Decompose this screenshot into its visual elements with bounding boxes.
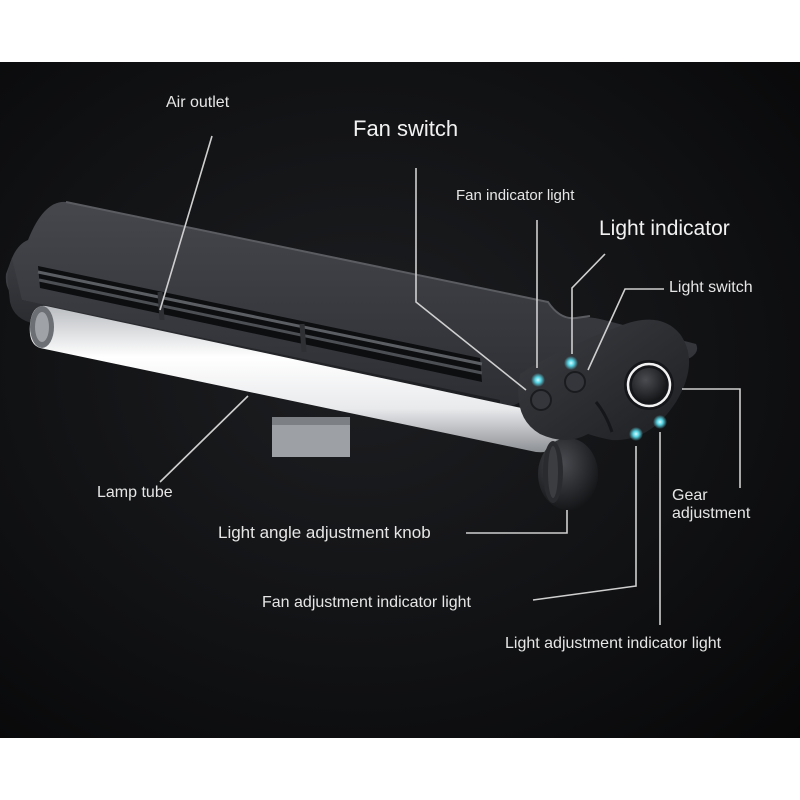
leader-gear <box>682 388 741 488</box>
label-light-adjustment-indicator: Light adjustment indicator light <box>505 635 722 652</box>
label-light-indicator: Light indicator <box>599 217 730 240</box>
leader-light-indicator <box>571 253 606 354</box>
light-adjustment-led <box>653 415 667 429</box>
fan-indicator-led <box>531 373 545 387</box>
label-light-angle-knob: Light angle adjustment knob <box>218 523 431 542</box>
label-fan-indicator-light: Fan indicator light <box>456 187 575 204</box>
leader-fan-adjust <box>532 446 637 601</box>
device-illustration <box>5 135 741 625</box>
leader-fan-switch <box>415 168 527 391</box>
light-indicator-led <box>564 356 578 370</box>
label-air-outlet: Air outlet <box>166 94 230 111</box>
lamp-tube <box>29 305 560 453</box>
light-angle-knob <box>538 438 598 510</box>
label-lamp-tube: Lamp tube <box>97 484 173 501</box>
leader-knob <box>466 510 568 534</box>
label-fan-switch: Fan switch <box>353 116 459 141</box>
control-panel <box>518 319 690 441</box>
gear-dial <box>624 360 674 410</box>
diagram-stage: Air outlet Fan switch Fan indicator ligh… <box>0 62 800 738</box>
leader-air-outlet <box>159 135 213 311</box>
leader-light-switch <box>587 288 664 371</box>
fan-switch-button <box>530 389 552 411</box>
fan-adjustment-led <box>629 427 643 441</box>
air-outlet-grille <box>37 266 483 382</box>
label-fan-adjustment-indicator: Fan adjustment indicator light <box>262 594 471 611</box>
leader-lamp-tube <box>159 395 249 483</box>
label-light-switch: Light switch <box>669 279 753 296</box>
light-switch-button <box>564 371 586 393</box>
leader-lines <box>159 135 741 625</box>
label-gear-adjustment: Gear adjustment <box>672 487 751 522</box>
